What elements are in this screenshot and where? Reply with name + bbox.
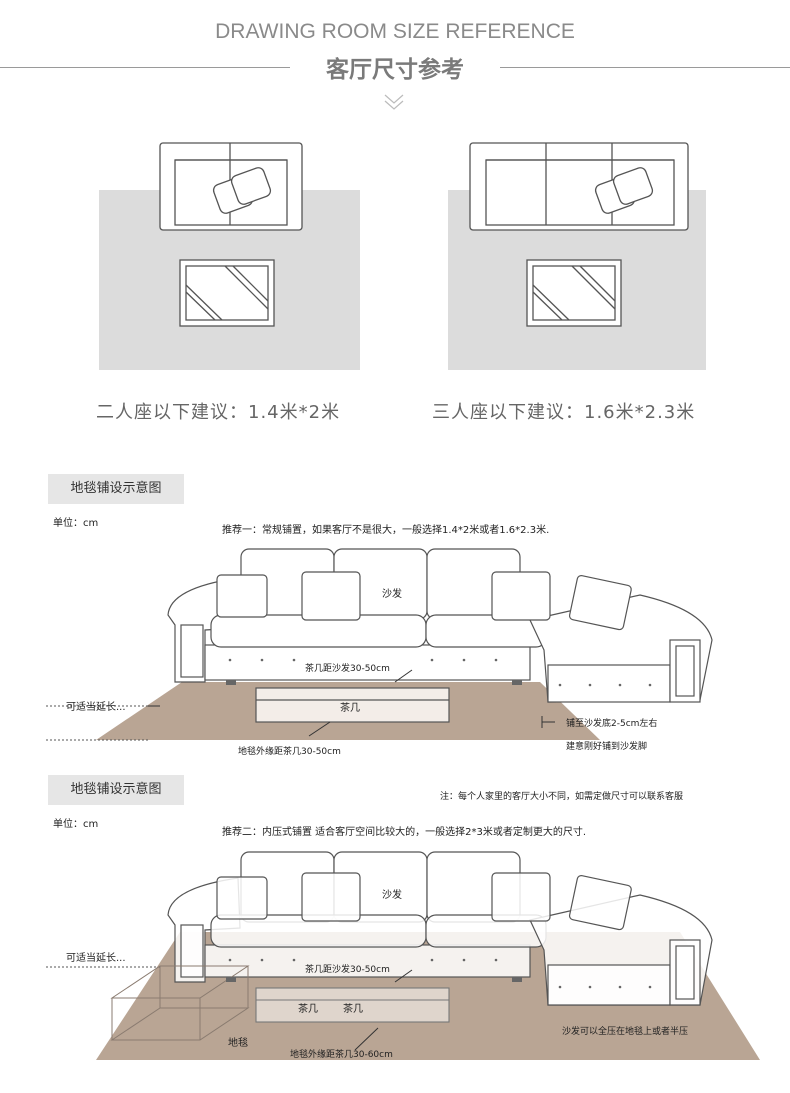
section1-label: 地毯铺设示意图 (48, 474, 184, 504)
section2-rug-label: 地毯 (228, 1038, 248, 1049)
table-plan-1 (179, 259, 275, 327)
section2-table-label-1: 茶几 (298, 1004, 318, 1015)
section1-rug-gap: 地毯外缘距茶几30-50cm (238, 747, 341, 757)
section2-illustration (46, 851, 760, 1060)
section1-table-label: 茶几 (340, 703, 360, 714)
header-title-zh: 客厅尺寸参考 (326, 57, 464, 83)
ottoman-plan-2 (594, 167, 654, 214)
section2-extend: 可适当延长... (66, 953, 126, 964)
section1-recommend: 推荐一：常规铺置，如果客厅不是很大，一般选择1.4*2米或者1.6*2.3米. (222, 525, 550, 536)
section1-illustration (46, 548, 713, 741)
section2-sofa-label: 沙发 (382, 890, 402, 901)
section2-note: 注：每个人家里的客厅大小不同，如需定做尺寸可以联系客服 (440, 792, 684, 802)
header-title-en: DRAWING ROOM SIZE REFERENCE (215, 20, 575, 43)
sofa-plan-2 (469, 142, 689, 231)
section1-side-note-1: 铺至沙发底2-5cm左右 (566, 719, 658, 729)
section2-rug-gap: 地毯外缘距茶几30-60cm (290, 1050, 393, 1060)
section2-label: 地毯铺设示意图 (48, 775, 184, 805)
section1-unit: 单位：cm (53, 518, 99, 529)
plan-caption-two-seat: 二人座以下建议：1.4米*2米 (96, 402, 341, 423)
section1-sofa-label: 沙发 (382, 589, 402, 600)
section2-sofa-gap: 茶几距沙发30-50cm (305, 965, 390, 975)
plan-caption-three-seat: 三人座以下建议：1.6米*2.3米 (432, 402, 696, 423)
section2-table-label-2: 茶几 (343, 1004, 363, 1015)
header-rule-right (500, 67, 790, 68)
section1-sofa-gap: 茶几距沙发30-50cm (305, 664, 390, 674)
section2-unit: 单位：cm (53, 819, 99, 830)
table-plan-2 (526, 259, 622, 327)
section1-extend: 可适当延长... (66, 702, 126, 713)
plan-two-seat (99, 142, 360, 370)
chevron-down-icon (384, 94, 404, 110)
plan-three-seat (448, 142, 706, 370)
header-rule-left (0, 67, 290, 68)
section2-side-note: 沙发可以全压在地毯上或者半压 (562, 1027, 689, 1037)
ottoman-plan-1 (212, 167, 272, 214)
section1-side-note-2: 建意刚好铺到沙发脚 (566, 742, 648, 752)
section2-recommend: 推荐二：内压式铺置 适合客厅空间比较大的，一般选择2*3米或者定制更大的尺寸. (222, 827, 587, 838)
